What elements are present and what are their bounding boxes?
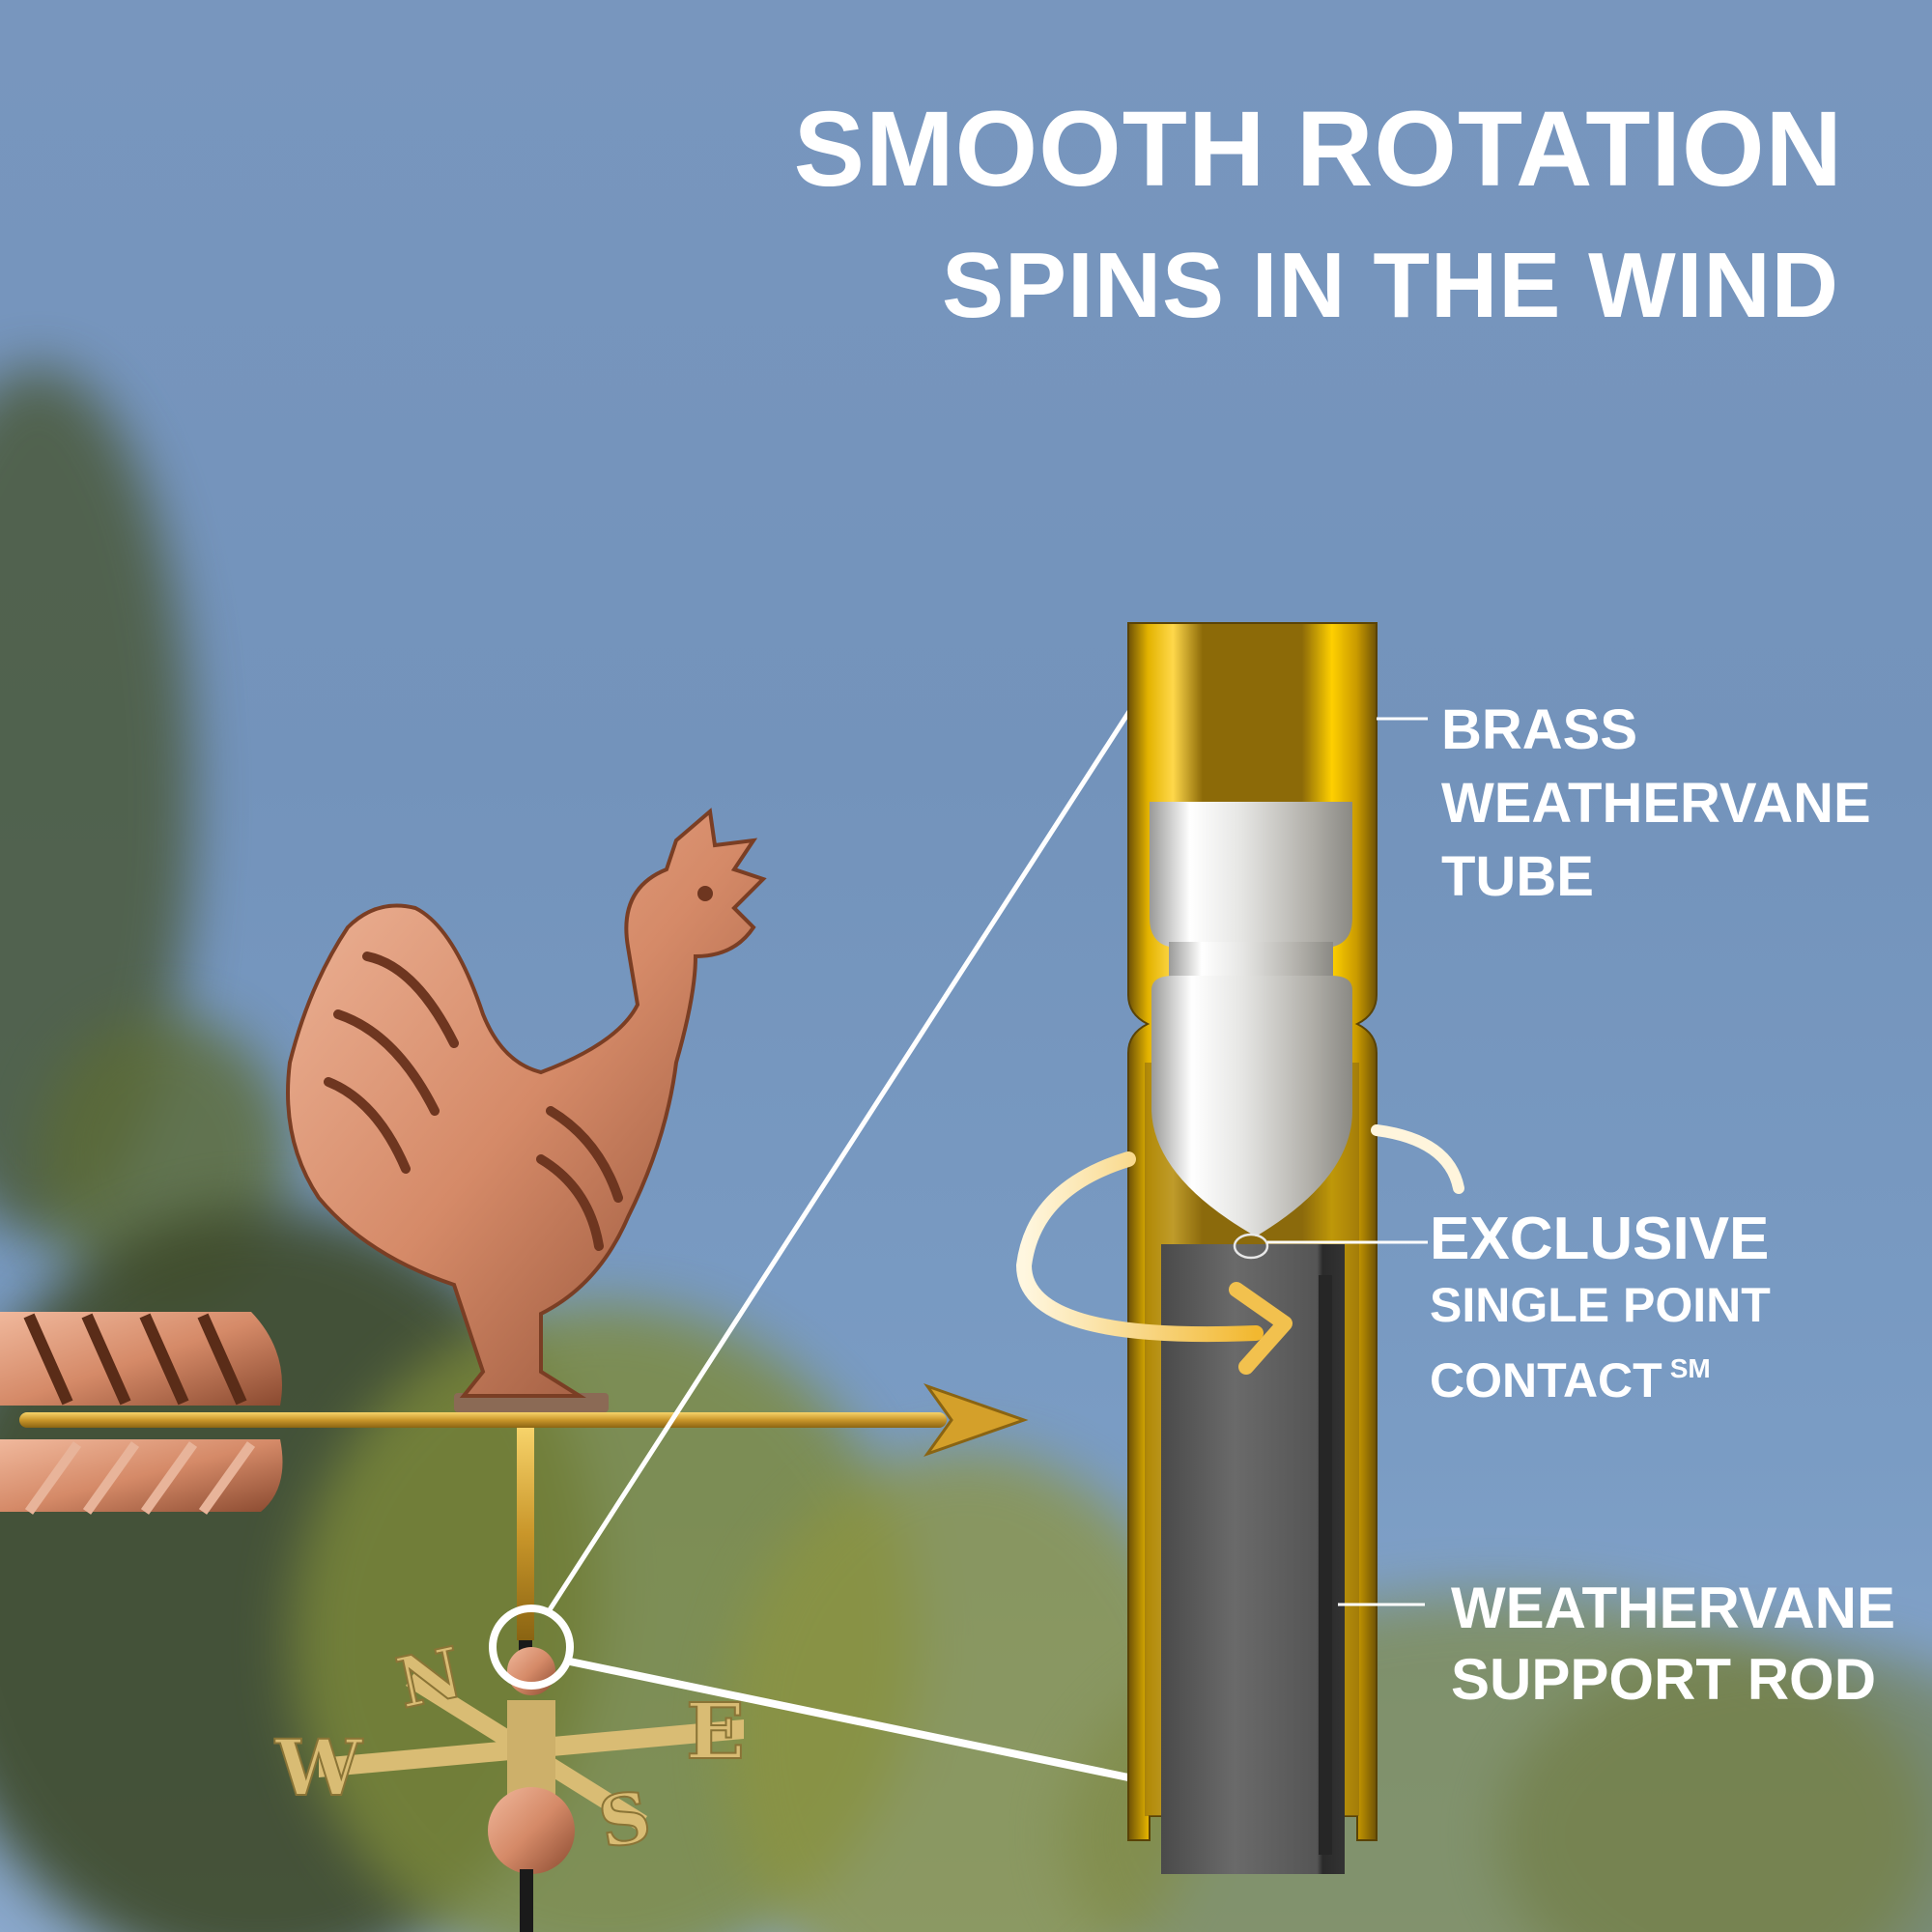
callout-line: BRASS: [1441, 698, 1638, 761]
callout-line: EXCLUSIVE: [1430, 1206, 1770, 1272]
compass-letter-s: S: [593, 1775, 657, 1864]
rotation-arrow-icon: [1015, 1151, 1264, 1343]
zoom-line-top: [546, 708, 1133, 1613]
callout-line: SUPPORT ROD: [1451, 1647, 1877, 1712]
cutaway-diagram: [1015, 622, 1464, 1874]
callout-brass-tube: BRASS WEATHERVANE TUBE: [1441, 694, 1871, 914]
headline-title: SMOOTH ROTATION: [793, 90, 1843, 209]
compass-letter-w: W: [274, 1722, 363, 1813]
headline-subtitle: SPINS IN THE WIND: [941, 234, 1839, 337]
callout-line: SINGLE POINT: [1430, 1278, 1771, 1332]
highlight-circle: [489, 1605, 574, 1690]
callout-support-rod: WEATHERVANE SUPPORT ROD: [1451, 1573, 1895, 1716]
callout-line: TUBE: [1441, 845, 1594, 908]
callout-line: WEATHERVANE: [1441, 772, 1871, 835]
compass-letter-e: E: [686, 1686, 745, 1776]
callout-line: WEATHERVANE: [1451, 1576, 1896, 1640]
callout-line-text: CONTACT: [1430, 1353, 1662, 1407]
service-mark: SM: [1669, 1353, 1711, 1383]
zoom-line-bottom: [569, 1658, 1129, 1781]
rooster-icon: [286, 808, 767, 1398]
compass-letter-n: N: [389, 1631, 469, 1724]
weathervane: [0, 808, 1029, 1932]
